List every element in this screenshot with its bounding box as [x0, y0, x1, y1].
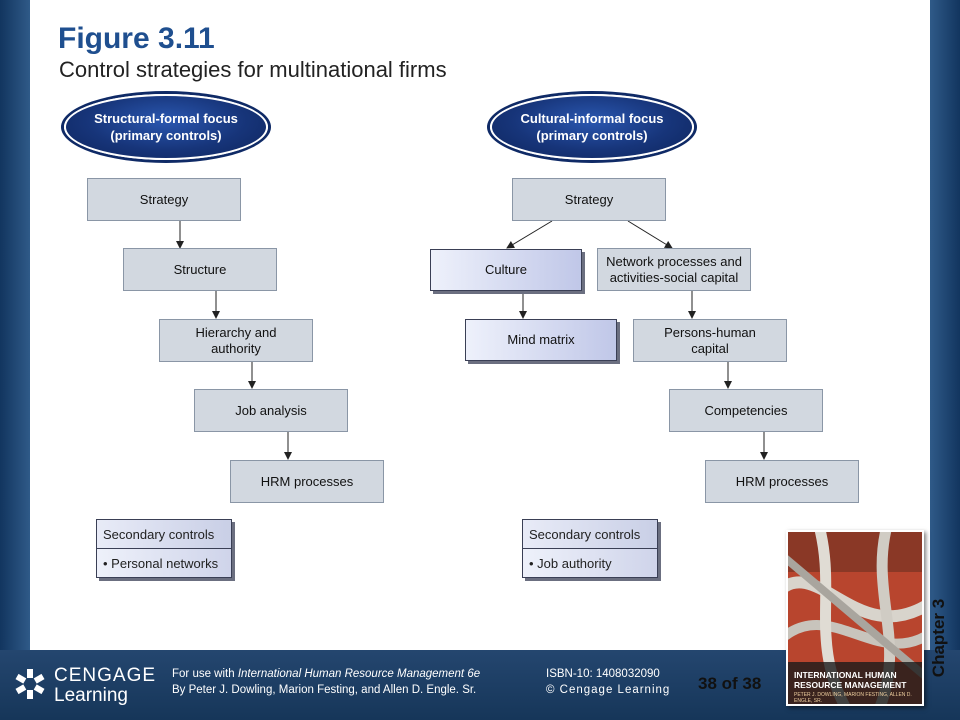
- page-number: 38 of 38: [698, 674, 762, 693]
- left-decor-bar: [0, 0, 30, 650]
- chapter-label: Chapter 3: [924, 585, 954, 690]
- cultural-informal-focus-label: Cultural-informal focus (primary control…: [520, 111, 664, 143]
- hierarchy-authority-box: Hierarchy and authority: [159, 319, 313, 362]
- network-processes-box: Network processes and activities-social …: [597, 248, 751, 291]
- arrow-strategy-network: [627, 220, 673, 249]
- figure-title: Figure 3.11: [58, 22, 215, 55]
- footer-copyright: © Cengage Learning: [546, 684, 671, 696]
- right-decor-bar: [930, 0, 960, 650]
- chapter-label-text: Chapter 3: [929, 598, 948, 677]
- footer-for-use-prefix: For use with: [172, 668, 238, 680]
- cultural-informal-focus: Cultural-informal focus (primary control…: [490, 94, 694, 160]
- footer-book-name: International Human Resource Management …: [237, 668, 481, 680]
- left-strategy-box: Strategy: [87, 178, 241, 221]
- cengage-logo: CENGAGE Learning: [14, 662, 156, 710]
- mind-matrix-box: Mind matrix: [465, 319, 617, 361]
- cengage-logo-icon: [15, 669, 45, 699]
- logo-text-learning: Learning: [54, 685, 128, 706]
- book-cover-title: INTERNATIONAL HUMAN RESOURCE MANAGEMENT: [794, 670, 907, 690]
- structural-formal-focus: Structural-formal focus (primary control…: [64, 94, 268, 160]
- right-secondary-item: • Job authority: [523, 549, 657, 577]
- arrow-strategy-culture: [506, 220, 553, 249]
- left-hrm-processes-box: HRM processes: [230, 460, 384, 503]
- right-strategy-box: Strategy: [512, 178, 666, 221]
- right-secondary-header: Secondary controls: [523, 520, 657, 549]
- left-secondary-header: Secondary controls: [97, 520, 231, 549]
- book-cover-image: INTERNATIONAL HUMAN RESOURCE MANAGEMENT …: [786, 530, 924, 706]
- culture-box: Culture: [430, 249, 582, 291]
- persons-human-capital-box: Persons-human capital: [633, 319, 787, 362]
- logo-text-cengage: CENGAGE: [54, 665, 157, 686]
- footer-for-use: For use with International Human Resourc…: [172, 667, 480, 682]
- structural-formal-focus-label: Structural-formal focus (primary control…: [94, 111, 238, 143]
- footer-isbn: ISBN-10: 1408032090: [546, 668, 660, 680]
- right-hrm-processes-box: HRM processes: [705, 460, 859, 503]
- structure-box: Structure: [123, 248, 277, 291]
- job-analysis-box: Job analysis: [194, 389, 348, 432]
- highway-interchange-illustration: [788, 532, 922, 704]
- figure-subtitle: Control strategies for multinational fir…: [59, 57, 447, 82]
- right-secondary-controls: Secondary controls • Job authority: [522, 519, 658, 578]
- left-secondary-item: • Personal networks: [97, 549, 231, 577]
- left-secondary-controls: Secondary controls • Personal networks: [96, 519, 232, 578]
- competencies-box: Competencies: [669, 389, 823, 432]
- book-cover-authors: PETER J. DOWLING, MARION FESTING, ALLEN …: [794, 692, 912, 704]
- footer-authors: By Peter J. Dowling, Marion Festing, and…: [172, 684, 477, 696]
